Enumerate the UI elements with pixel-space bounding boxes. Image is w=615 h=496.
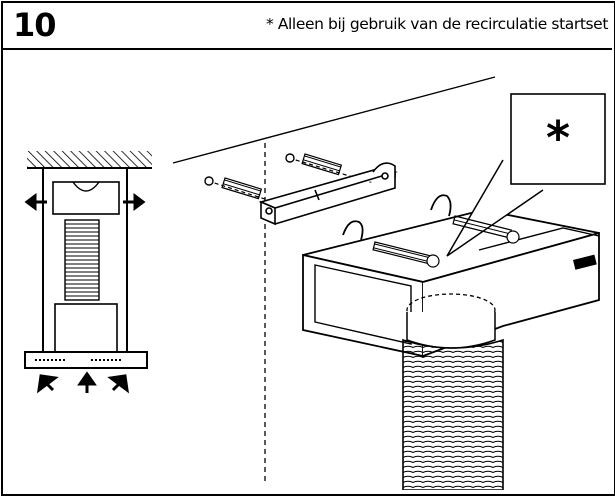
airflow-arrow-icon bbox=[123, 193, 146, 211]
callout-symbol: * bbox=[546, 111, 570, 165]
ceiling-line bbox=[172, 76, 496, 164]
duct-connector-icon bbox=[302, 159, 600, 358]
ceiling-hatch bbox=[27, 151, 152, 167]
inner-hose bbox=[64, 219, 100, 301]
callout-box bbox=[510, 93, 606, 185]
flexible-hose-icon bbox=[402, 338, 504, 490]
wall-plug-screw-icon bbox=[204, 153, 374, 201]
airflow-arrow-icon bbox=[24, 193, 47, 211]
canopy-dots bbox=[35, 359, 121, 361]
recirculation-hood-diagram-icon bbox=[24, 151, 152, 394]
step-caption: * Alleen bij gebruik van de recirculatie… bbox=[265, 15, 608, 33]
hood-canopy bbox=[24, 351, 148, 369]
motor-box bbox=[54, 303, 118, 353]
assembly-drawing: * bbox=[24, 76, 606, 490]
step-header: 10 * Alleen bij gebruik van de recircula… bbox=[3, 3, 612, 50]
mounting-bracket-icon bbox=[258, 162, 398, 226]
airflow-arrow-icon bbox=[37, 371, 129, 394]
step-number: 10 bbox=[13, 6, 57, 44]
filter-box bbox=[52, 181, 120, 215]
